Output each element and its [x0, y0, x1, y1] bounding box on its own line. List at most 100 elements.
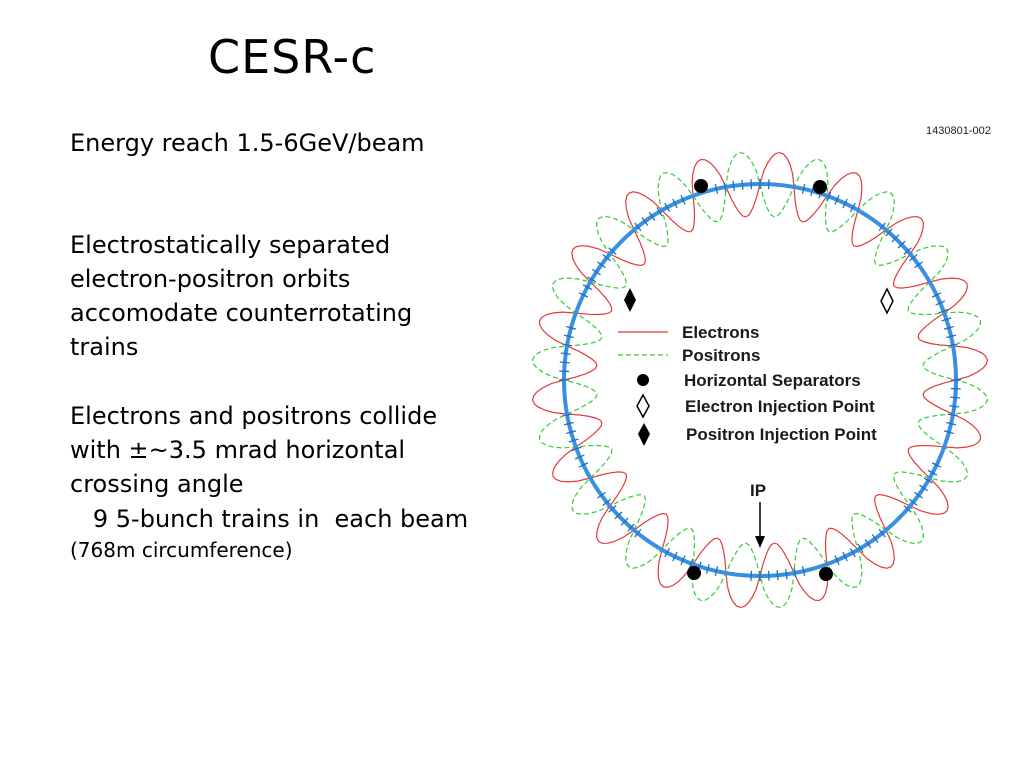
- ring-tick: [562, 343, 573, 347]
- ring-tick: [656, 207, 663, 217]
- ring-tick: [857, 543, 864, 553]
- ring-tick: [897, 240, 906, 249]
- legend-electron-injection-swatch: [636, 393, 650, 419]
- cesr-ring-diagram: 1430801-002 IP Electrons Positrons Horiz…: [531, 125, 991, 609]
- ring-tick: [571, 446, 582, 452]
- ring-tick: [627, 523, 635, 532]
- ring-tick: [842, 198, 848, 209]
- ring-tick: [943, 430, 954, 435]
- ring-tick: [919, 484, 929, 492]
- positron-injection-marker: [624, 288, 636, 312]
- ring-tick: [714, 566, 719, 577]
- ring-tick: [914, 261, 923, 269]
- ring-tick: [923, 477, 933, 484]
- ring-tick: [947, 343, 958, 347]
- text-line: accomodate counterrotating: [70, 299, 413, 327]
- text-line: crossing angle: [70, 470, 244, 498]
- ring-tick: [568, 438, 579, 443]
- figure-code: 1430801-002: [926, 125, 991, 137]
- text-line: Electrons and positrons collide: [70, 402, 438, 430]
- ring-tick: [582, 284, 593, 291]
- ip-label: IP: [750, 481, 766, 500]
- bunch-trains-text: 9 5-bunch trains in each beam: [70, 505, 469, 533]
- separated-orbits-paragraph: Electrostatically separated electron-posi…: [70, 194, 412, 398]
- text-line: with ±~3.5 mrad horizontal: [70, 436, 406, 464]
- ring-tick: [648, 211, 656, 221]
- ring-tick: [849, 547, 856, 558]
- energy-reach-text: Energy reach 1.5-6GeV/beam: [70, 129, 425, 157]
- text-line: electron-positron orbits: [70, 265, 351, 293]
- ring-tick: [597, 261, 606, 269]
- ring-tick: [602, 254, 612, 262]
- legend-positron-injection-swatch: [638, 423, 650, 446]
- ring-tick: [705, 563, 710, 574]
- ring-tick: [566, 325, 577, 330]
- ring-tick: [641, 217, 649, 226]
- ring-tick: [903, 505, 912, 513]
- ring-tick: [591, 268, 601, 276]
- ring-tick: [946, 421, 957, 426]
- ring-tick: [878, 528, 886, 538]
- ring-tick: [947, 413, 958, 417]
- text-line: Electrostatically separated: [70, 231, 391, 259]
- ring-tick: [946, 334, 957, 339]
- ring-tick: [688, 558, 694, 569]
- ring-tick: [834, 555, 840, 566]
- ring-tick: [834, 194, 840, 205]
- ring-tick: [950, 396, 961, 399]
- ring-tick: [563, 421, 574, 426]
- collision-paragraph: Electrons and positrons collide with ±~3.…: [70, 365, 437, 535]
- separator-marker: [694, 179, 708, 193]
- ring-tick: [680, 555, 686, 566]
- ring-tick: [563, 334, 574, 339]
- ring-tick: [878, 222, 886, 232]
- ring-tick: [938, 308, 949, 314]
- ring-tick: [842, 551, 848, 562]
- separator-marker: [819, 567, 833, 581]
- ring-tick: [949, 404, 960, 408]
- legend: Electrons Positrons Horizontal Separator…: [618, 323, 877, 446]
- ring-tick: [578, 462, 589, 468]
- ring-tick: [903, 247, 912, 255]
- ring-tick: [562, 413, 573, 417]
- slide-title: CESR-c: [208, 30, 377, 84]
- ring-tick: [578, 292, 589, 298]
- ring-tick: [871, 534, 879, 543]
- ring-tick: [793, 567, 797, 578]
- ring-tick: [801, 183, 806, 194]
- ring-tick: [935, 300, 946, 306]
- ring-tick: [741, 179, 744, 190]
- ring-tick: [664, 547, 671, 558]
- ring-tick: [931, 292, 942, 298]
- circumference-text: (768m circumference): [70, 538, 293, 562]
- ring-tick: [602, 498, 612, 506]
- ring-tick: [941, 317, 952, 322]
- ring-tick: [908, 254, 918, 262]
- ring-tick: [634, 528, 642, 538]
- ring-tick: [597, 491, 606, 499]
- ring-tick: [587, 276, 597, 283]
- ring-tick: [672, 551, 678, 562]
- legend-separator-swatch: [637, 374, 649, 386]
- legend-positron-injection-label: Positron Injection Point: [686, 425, 877, 444]
- ring-magnet-ticks: [559, 179, 961, 581]
- ring-tick: [908, 498, 918, 506]
- electron-injection-marker: [880, 287, 894, 315]
- ring-tick: [914, 491, 923, 499]
- ring-tick: [566, 430, 577, 435]
- ring-tick: [931, 462, 942, 468]
- ring-tick: [664, 202, 671, 213]
- ring-tick: [714, 183, 719, 194]
- ring-tick: [634, 222, 642, 232]
- ring-tick: [885, 228, 893, 237]
- ring-tick: [680, 194, 686, 205]
- ring-tick: [672, 198, 678, 209]
- ip-arrow-head: [755, 536, 765, 548]
- ring-tick: [810, 186, 815, 197]
- ring-tick: [723, 182, 727, 193]
- legend-electron-injection-label: Electron Injection Point: [685, 397, 875, 416]
- ring-tick: [927, 469, 938, 476]
- ring-tick: [891, 234, 900, 243]
- ring-tick: [849, 202, 856, 213]
- legend-electrons-label: Electrons: [682, 323, 759, 342]
